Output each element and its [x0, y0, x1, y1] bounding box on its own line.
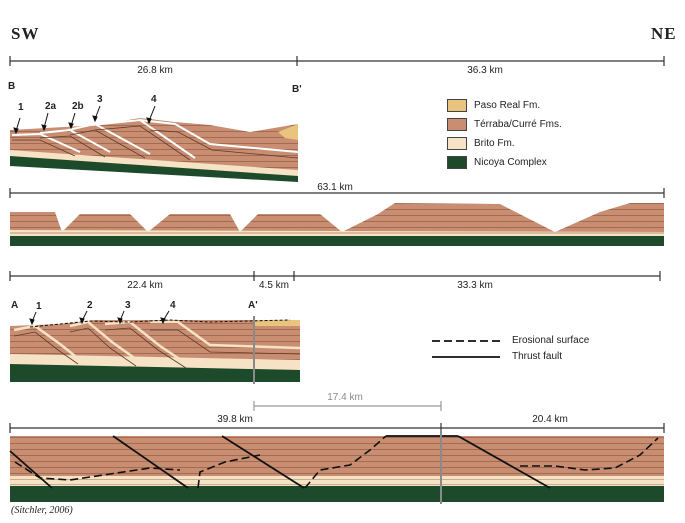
legend-label-erosional: Erosional surface: [512, 335, 590, 346]
thrust-label-4: 4: [151, 94, 157, 105]
legend-line-samples: [432, 340, 500, 358]
legend-item-brito: Brito Fm.: [447, 134, 562, 153]
panel3-scale-bar: [9, 271, 661, 281]
panel2-scale-bar: [9, 188, 665, 198]
endpoint-b-prime: B': [292, 84, 302, 95]
panel3-distance-right: 33.3 km: [457, 280, 493, 291]
panel4-gray-distance: 17.4 km: [327, 392, 363, 403]
legend-label-terraba: Térraba/Curré Fms.: [474, 119, 562, 130]
legend-label-brito: Brito Fm.: [474, 138, 515, 149]
swatch-paso-real: [447, 99, 467, 112]
panel4-distance-left: 39.8 km: [217, 414, 253, 425]
endpoint-a: A: [11, 300, 19, 311]
legend-item-terraba: Térraba/Curré Fms.: [447, 115, 562, 134]
direction-sw: SW: [11, 24, 40, 43]
thrust-label-a1: 1: [36, 301, 42, 312]
direction-ne: NE: [651, 24, 677, 43]
section-b-b-prime: [10, 118, 299, 182]
section-a-arrows: [29, 310, 170, 326]
panel3-distance-left: 22.4 km: [127, 280, 163, 291]
legend-units: Paso Real Fm. Térraba/Curré Fms. Brito F…: [447, 96, 562, 172]
thrust-label-2b: 2b: [72, 101, 84, 112]
legend-label-paso-real: Paso Real Fm.: [474, 100, 541, 111]
thrust-label-1: 1: [18, 102, 24, 113]
panel3-distance-mid: 4.5 km: [258, 280, 289, 291]
legend-item-paso-real: Paso Real Fm.: [447, 96, 562, 115]
swatch-nicoya: [447, 156, 467, 169]
endpoint-b: B: [8, 81, 16, 92]
thrust-label-3: 3: [97, 94, 103, 105]
legend-label-nicoya: Nicoya Complex: [474, 157, 547, 168]
panel4-gray-scale-bar: [253, 401, 442, 411]
panel1-distance-left: 26.8 km: [137, 65, 173, 76]
thrust-label-2a: 2a: [45, 101, 57, 112]
swatch-brito: [447, 137, 467, 150]
legend-item-nicoya: Nicoya Complex: [447, 153, 562, 172]
panel4-distance-right: 20.4 km: [532, 414, 568, 425]
legend-label-thrust: Thrust fault: [512, 351, 563, 362]
swatch-terraba: [447, 118, 467, 131]
panel2-distance: 63.1 km: [317, 182, 353, 193]
restored-section-4: [9, 430, 664, 504]
thrust-label-a2: 2: [87, 300, 93, 311]
panel1-distance-right: 36.3 km: [467, 65, 503, 76]
panel1-scale-bar: [9, 56, 665, 66]
section-a-a-prime: [10, 316, 301, 384]
restored-section-2: [10, 203, 664, 246]
source-caption: (Sitchler, 2006): [11, 505, 73, 516]
thrust-label-a3: 3: [125, 300, 131, 311]
endpoint-a-prime: A': [248, 300, 258, 311]
section-b-arrows: [13, 105, 156, 135]
thrust-label-a4: 4: [170, 300, 176, 311]
